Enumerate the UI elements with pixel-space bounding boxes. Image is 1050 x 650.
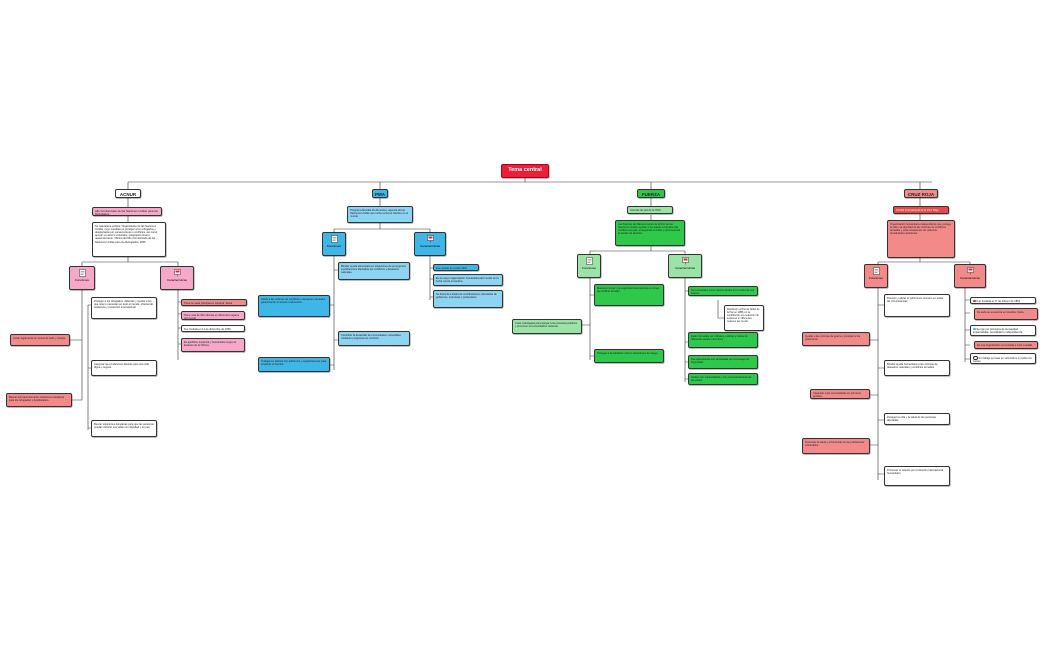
acnur-caract-2[interactable]: Tiene más de 600 oficinas en diferentes …	[181, 311, 245, 320]
bullet-icon	[973, 327, 976, 331]
acnur-funcion-1[interactable]: Proteger a los refugiados, defender y ay…	[91, 297, 157, 319]
fuerza-subtitle[interactable]: Fuerzas de paz de la ONU	[627, 206, 673, 214]
cruzroja-caracteristicas-node[interactable]: Características	[954, 264, 986, 288]
cruzroja-caract-3-text: Se rige por principios de humanidad, imp…	[973, 327, 1024, 334]
pma-funcion-2[interactable]: Contribuir al desarrollo de comunidades …	[338, 331, 410, 346]
cruzroja-funcion-4[interactable]: Promover el respeto por el derecho inter…	[884, 466, 950, 486]
branch-pma-title[interactable]: PMA	[372, 189, 388, 198]
fuerza-funciones-node[interactable]: Funciones	[577, 254, 601, 278]
fuerza-caract-2[interactable]: Están formadas por militares, policías y…	[688, 332, 758, 348]
bullet-icon	[973, 299, 976, 303]
pma-side-2[interactable]: Trabajar en alianza con gobiernos y orga…	[258, 357, 330, 372]
fuerza-side-1[interactable]: Crear estrategias para apoyar a los proc…	[512, 319, 582, 334]
cruzroja-caract-1[interactable]: Fue fundada el 17 de febrero de 1863	[970, 297, 1036, 304]
cruzroja-caract-1-text: Fue fundada el 17 de febrero de 1863	[976, 299, 1021, 303]
cruzroja-funcion-1[interactable]: Prevenir y aliviar el sufrimiento humano…	[884, 294, 950, 317]
cruzroja-funciones-label: Funciones	[869, 276, 883, 280]
pma-caract-3[interactable]: Se financia a través de contribuciones v…	[433, 290, 503, 308]
acnur-caracteristicas-label: Características	[166, 278, 187, 282]
cruzroja-caract-4[interactable]: Es una organización reconocida a nivel m…	[974, 341, 1038, 349]
acnur-caract-1[interactable]: Tiene su sede principal en Ginebra, Suiz…	[181, 299, 247, 306]
cruzroja-caracteristicas-label: Características	[959, 276, 980, 280]
fuerza-caract-4[interactable]: Actúan con imparcialidad y con el consen…	[688, 373, 758, 385]
cruzroja-funcion-3[interactable]: Proteger la vida y la salud de las perso…	[884, 413, 950, 425]
pma-funciones-label: Funciones	[327, 244, 341, 248]
cruzroja-funciones-node[interactable]: Funciones	[864, 264, 888, 288]
document-icon	[330, 235, 338, 243]
fuerza-caracteristicas-label: Características	[674, 266, 695, 270]
pma-caract-2[interactable]: Es la mayor organización humanitaria del…	[433, 274, 503, 286]
acnur-caracteristicas-node[interactable]: Características	[160, 266, 194, 290]
document-icon	[585, 257, 593, 265]
pma-caract-1[interactable]: Fue creado en el año 1961	[433, 264, 479, 271]
acnur-side-2[interactable]: Buscar permanentemente soluciones durade…	[6, 393, 72, 407]
branch-cruzroja-title[interactable]: CRUZ ROJA	[904, 189, 938, 198]
fuerza-funciones-label: Funciones	[582, 266, 596, 270]
document-icon	[78, 269, 86, 277]
presentation-icon	[681, 257, 689, 265]
pma-side-1[interactable]: Asistir a las víctimas de conflictos y d…	[258, 295, 330, 317]
pma-subtitle[interactable]: Programa Mundial de Alimentos, agencia d…	[347, 206, 413, 223]
cruzroja-side-2[interactable]: Capacitar a las comunidades en primeros …	[810, 389, 870, 399]
acnur-subtitle[interactable]: Alto Comisionado de las Naciones Unidas …	[92, 207, 162, 216]
pma-caracteristicas-node[interactable]: Características	[414, 232, 446, 256]
acnur-description[interactable]: Su naturaleza jurídica: Organización de …	[92, 222, 166, 257]
cruzroja-caract-2[interactable]: Su sede se encuentra en Ginebra, Suiza.	[974, 308, 1038, 320]
branch-acnur-title[interactable]: ACNUR	[115, 189, 141, 198]
acnur-side-1[interactable]: Asistir legalmente en temas de asilo y r…	[10, 334, 70, 346]
acnur-funcion-2[interactable]: Asegurar las condiciones básicas para un…	[91, 360, 157, 376]
pma-funcion-1[interactable]: Brindar ayuda alimentaria en situaciones…	[338, 262, 410, 280]
acnur-caract-4[interactable]: Es apolítica, imparcial y humanitaria se…	[181, 338, 245, 352]
branch-fuerza-title[interactable]: FUERZA	[637, 189, 665, 198]
acnur-funcion-3[interactable]: Buscar soluciones duraderas para que las…	[91, 420, 157, 437]
acnur-caract-3[interactable]: Fue fundada el 14 de diciembre de 1950	[181, 325, 245, 332]
fuerza-note[interactable]: Recibieron el Premio Nobel de la Paz en …	[724, 305, 764, 331]
fuerza-caract-3[interactable]: Sus operaciones son aprobadas por el Con…	[688, 355, 758, 369]
pma-funciones-node[interactable]: Funciones	[322, 232, 346, 256]
presentation-icon	[966, 267, 974, 275]
cruzroja-caract-5-text: Su trabajo se basa en voluntarios en tod…	[973, 356, 1032, 363]
pma-caracteristicas-label: Características	[419, 244, 440, 248]
fuerza-description[interactable]: Las Fuerzas de Mantenimiento de la Paz d…	[615, 220, 685, 246]
presentation-icon	[426, 235, 434, 243]
presentation-icon	[173, 269, 181, 277]
cruzroja-description[interactable]: Organización humanitaria independiente q…	[887, 220, 955, 258]
cruzroja-subtitle[interactable]: Comité Internacional de la Cruz Roja	[893, 206, 949, 214]
cruzroja-side-3[interactable]: Promover la salud y el bienestar de las …	[802, 438, 870, 454]
acnur-funciones-node[interactable]: Funciones	[69, 266, 95, 290]
cruzroja-side-1[interactable]: Ayudar a las víctimas de guerra y proteg…	[802, 332, 870, 346]
document-icon	[872, 267, 880, 275]
fuerza-funcion-2[interactable]: Proteger a la población civil en situaci…	[594, 349, 664, 363]
fuerza-funcion-1[interactable]: Mantener la paz y la seguridad internaci…	[594, 284, 664, 306]
fuerza-caracteristicas-node[interactable]: Características	[668, 254, 702, 278]
fuerza-caract-1[interactable]: Son conocidos como cascos azules por el …	[688, 286, 758, 296]
central-topic[interactable]: Tema central	[501, 164, 549, 178]
acnur-funciones-label: Funciones	[75, 278, 89, 282]
cruzroja-caract-5[interactable]: Su trabajo se basa en voluntarios en tod…	[970, 353, 1036, 364]
cruzroja-caract-3[interactable]: Se rige por principios de humanidad, imp…	[970, 325, 1036, 336]
cruzroja-funcion-2[interactable]: Brindar ayuda humanitaria a las víctimas…	[884, 360, 950, 376]
